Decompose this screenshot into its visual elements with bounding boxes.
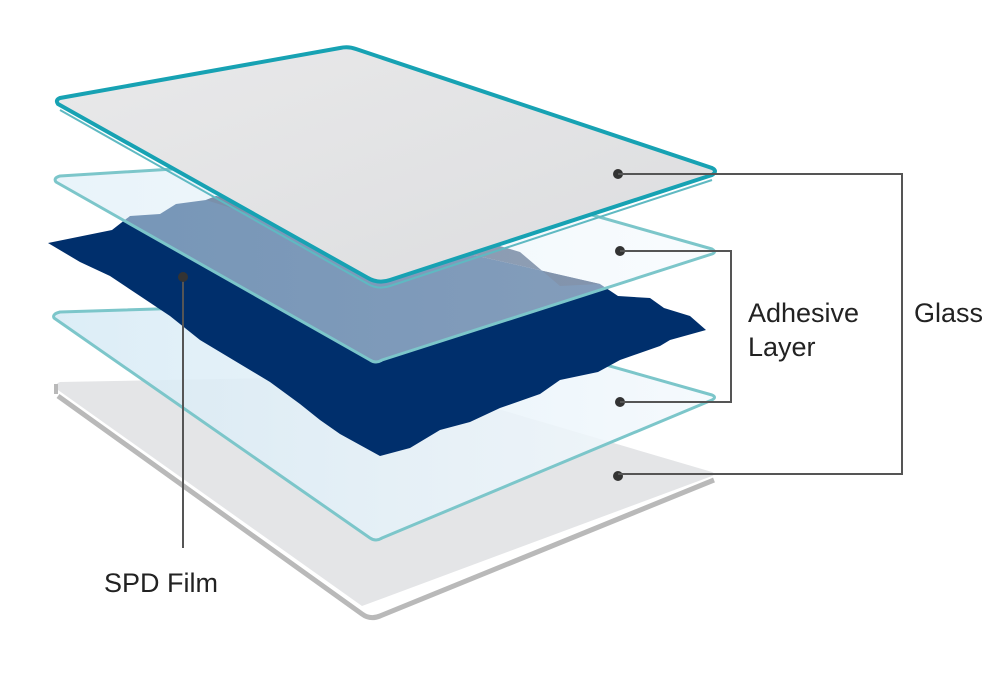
glass-leader <box>613 169 903 481</box>
adhesive-layer-label: Adhesive Layer <box>748 296 859 364</box>
top-glass-plate <box>54 45 717 289</box>
spd-film-leader <box>178 272 188 548</box>
adhesive-label-line2: Layer <box>748 332 816 362</box>
adhesive-label-line1: Adhesive <box>748 298 860 328</box>
spd-film-label: SPD Film <box>104 568 218 598</box>
glass-label: Glass <box>914 298 984 328</box>
adhesive-layer-leader <box>615 246 732 407</box>
